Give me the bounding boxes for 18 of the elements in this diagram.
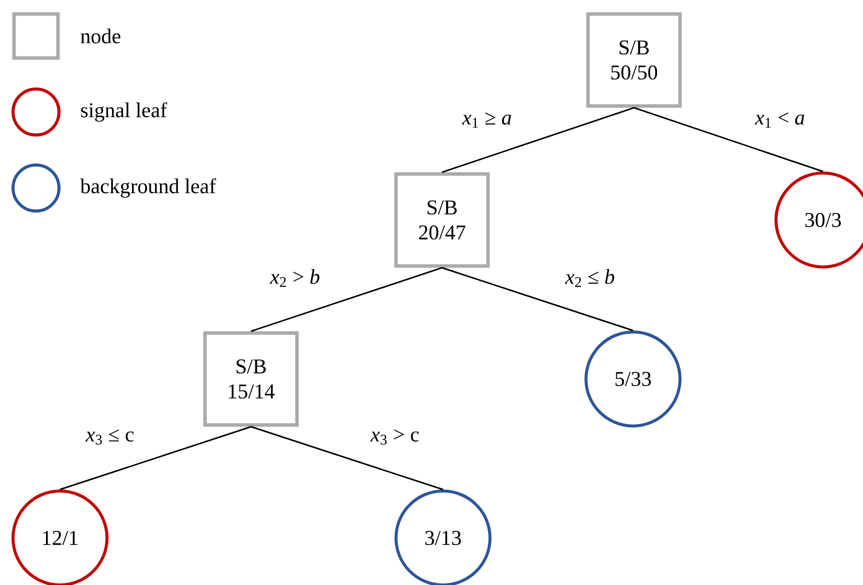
edge-label: x$_{1}$ ≥ a bbox=[461, 111, 513, 129]
edge-label: x$_{1}$ < a bbox=[754, 111, 806, 129]
legend-label: signal leaf bbox=[81, 102, 168, 122]
node-box: S/B 50/50 bbox=[586, 12, 682, 108]
edge-label: x$_{3}$ > c bbox=[370, 428, 420, 446]
tree-branch bbox=[634, 107, 824, 172]
edge-label: x$_{3}$ ≤ c bbox=[84, 428, 136, 446]
legend-label: background leaf bbox=[80, 178, 216, 198]
tree-branch bbox=[60, 426, 252, 490]
edge-label: x$_{2}$ > b bbox=[269, 268, 321, 288]
node-box: S/B 15/14 bbox=[203, 331, 299, 427]
tree-branch bbox=[250, 267, 442, 332]
tree-branch bbox=[250, 426, 444, 490]
node-box: S/B 20/47 bbox=[394, 172, 490, 268]
tree-branch bbox=[442, 267, 634, 332]
legend-label: node bbox=[80, 28, 120, 44]
tree-branch bbox=[442, 107, 634, 173]
edge-label: x$_{2}$ ≤ b bbox=[564, 268, 616, 288]
